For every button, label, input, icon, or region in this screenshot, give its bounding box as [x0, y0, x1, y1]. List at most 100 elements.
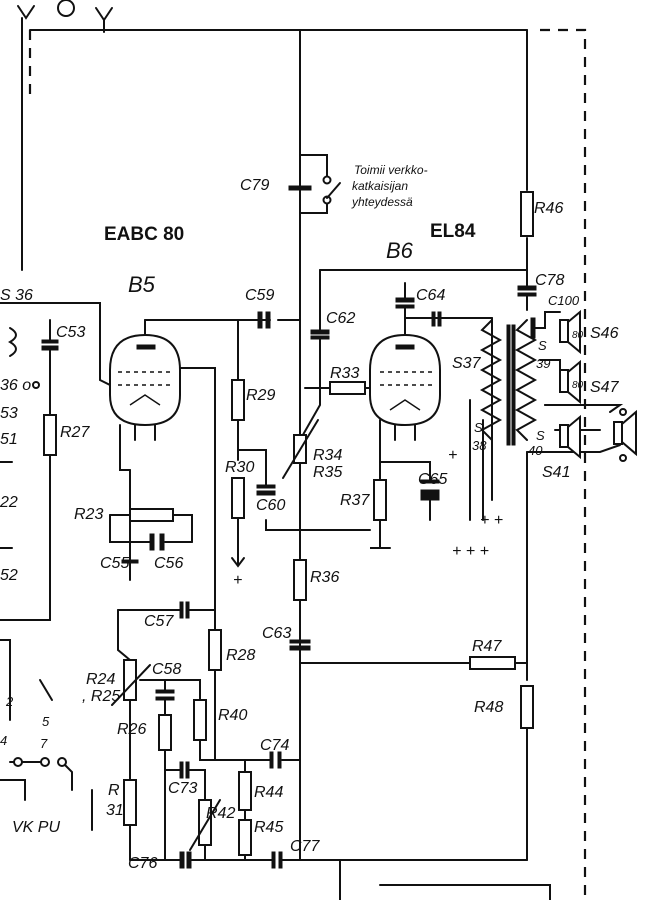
- label-c78: C78: [535, 272, 564, 289]
- label-r48: R48: [474, 699, 503, 716]
- tube-ref-b5: B5: [128, 272, 156, 297]
- c79-switch: [322, 175, 341, 205]
- label-c60: C60: [256, 497, 285, 514]
- labels: EABC 80 B5 EL84 B6 Toimii verkko- katkai…: [0, 163, 620, 872]
- label-c79: C79: [240, 177, 269, 194]
- dashed-right-border: [540, 28, 587, 900]
- resistor-r33: [329, 381, 366, 395]
- label-r28: R28: [226, 647, 255, 664]
- label-c58: C58: [152, 661, 181, 678]
- label-r24: R24: [86, 671, 115, 688]
- resistors: [43, 191, 534, 856]
- resistor-r27: [43, 414, 57, 456]
- label-36o: 36 o: [0, 377, 31, 394]
- label-c100-val-1: 80: [572, 330, 584, 341]
- antenna-symbols: [17, 0, 113, 33]
- label-sw-4: 4: [0, 733, 7, 748]
- label-c74: C74: [260, 737, 289, 754]
- label-r26: R26: [117, 721, 146, 738]
- label-r46: R46: [534, 200, 563, 217]
- label-r42: R42: [206, 805, 235, 822]
- pot-arrow-r42: [189, 799, 221, 851]
- resistor-r24-pot: [123, 659, 137, 701]
- label-r30: R30: [225, 459, 254, 476]
- resistor-r29: [231, 379, 245, 421]
- note-line-3: yhteydessä: [351, 195, 413, 209]
- note-line-1: Toimii verkko-: [354, 163, 428, 177]
- label-22: 22: [0, 494, 18, 511]
- label-c53: C53: [56, 324, 85, 341]
- wires: [0, 17, 624, 900]
- resistor-r46: [520, 191, 534, 237]
- label-53: 53: [0, 405, 18, 422]
- resistor-r45: [238, 819, 252, 856]
- label-c62: C62: [326, 310, 355, 327]
- label-r47: R47: [472, 638, 502, 655]
- resistor-r37: [373, 479, 387, 521]
- output-transformer: [469, 319, 538, 521]
- label-r40: R40: [218, 707, 247, 724]
- label-c57: C57: [144, 613, 174, 630]
- capacitors: [41, 185, 537, 869]
- resistor-r40: [193, 699, 207, 741]
- resistor-r23: [129, 508, 174, 522]
- label-c100-val-2: 80: [572, 380, 584, 391]
- label-r34: R34: [313, 447, 342, 464]
- label-s37: S37: [452, 355, 482, 372]
- resistor-r36: [293, 559, 307, 601]
- tube-b6: [369, 333, 441, 441]
- label-c64: C64: [416, 287, 445, 304]
- resistor-r48: [520, 685, 534, 729]
- label-s-mid: S: [474, 420, 483, 435]
- label-c100: C100: [548, 293, 580, 308]
- label-s39: 39: [536, 356, 550, 371]
- label-sw-2: 2: [5, 694, 14, 709]
- label-r29: R29: [246, 387, 275, 404]
- tube-type-b6: EL84: [430, 221, 476, 242]
- label-52: 52: [0, 567, 18, 584]
- resistor-r42-pot: [198, 799, 212, 846]
- left-coils: [0, 327, 93, 831]
- label-s36: S 36: [0, 287, 33, 304]
- resistor-r47: [469, 656, 516, 670]
- label-r45: R45: [254, 819, 283, 836]
- label-r27: R27: [60, 424, 90, 441]
- label-sw-7: 7: [40, 736, 48, 751]
- label-plus-1: +: [233, 572, 242, 589]
- label-s47: S47: [590, 379, 620, 396]
- label-r33: R33: [330, 365, 359, 382]
- resistor-r28: [208, 629, 222, 671]
- label-r35: R35: [313, 464, 342, 481]
- label-c63: C63: [262, 625, 291, 642]
- resistor-r31: [123, 779, 137, 826]
- label-r44: R44: [254, 784, 283, 801]
- pot-arrow-r34: [282, 419, 319, 479]
- label-c76: C76: [128, 855, 157, 872]
- tube-ref-b6: B6: [386, 238, 414, 263]
- label-s40: 40: [528, 443, 543, 458]
- note-line-2: katkaisijan: [352, 179, 408, 193]
- label-c59: C59: [245, 287, 274, 304]
- pot-arrow-r24: [111, 664, 151, 706]
- speakers: [559, 309, 637, 462]
- tube-b5: [109, 333, 181, 471]
- tube-type-b5: EABC 80: [104, 224, 184, 245]
- label-plus-2: +: [448, 447, 457, 464]
- label-r25: , R25: [82, 688, 120, 705]
- ground-arrows: [231, 509, 431, 568]
- label-s-top: S: [538, 338, 547, 353]
- label-r31-a: R: [108, 782, 120, 799]
- resistor-r44: [238, 771, 252, 811]
- label-s-bot: S: [536, 428, 545, 443]
- label-s41: S41: [542, 464, 570, 481]
- label-r31-b: 31: [106, 802, 124, 819]
- label-c73: C73: [168, 780, 197, 797]
- label-s38: 38: [472, 438, 487, 453]
- label-plus-3: + +: [480, 512, 503, 529]
- label-51: 51: [0, 431, 18, 448]
- resistor-r30: [231, 477, 245, 519]
- label-r37: R37: [340, 492, 370, 509]
- label-c56: C56: [154, 555, 183, 572]
- label-plus-4: + + +: [452, 543, 489, 560]
